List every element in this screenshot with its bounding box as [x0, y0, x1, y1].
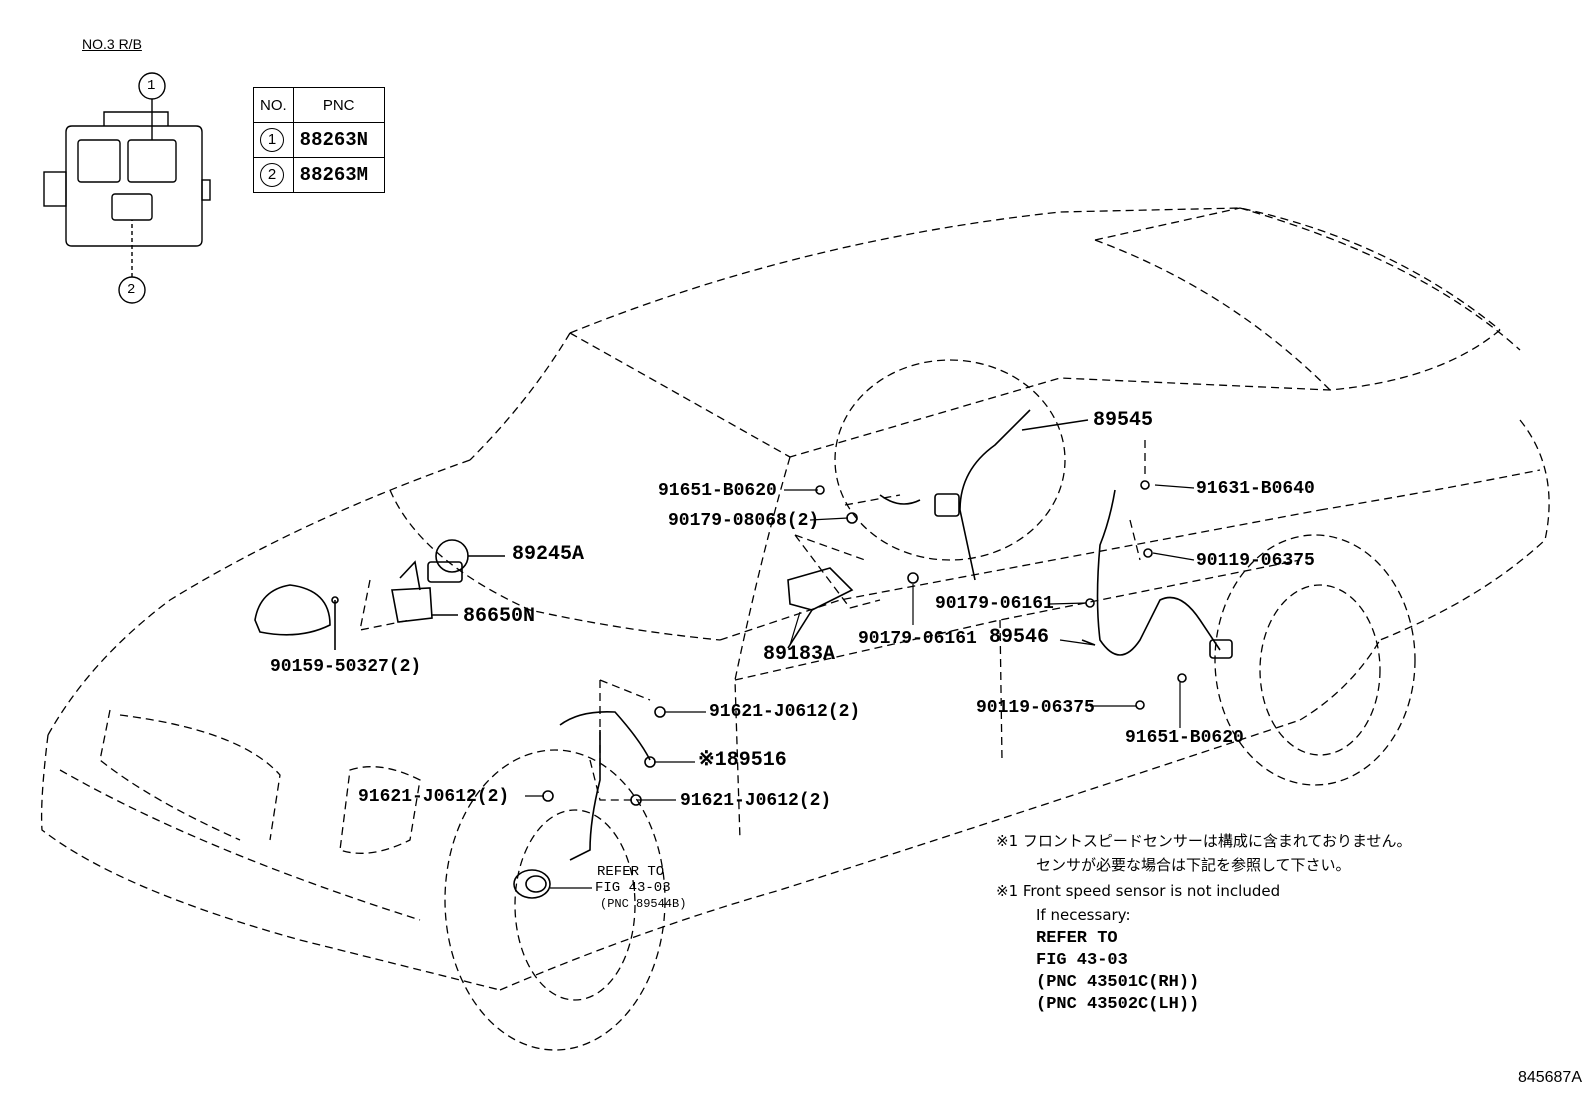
headlight: [339, 766, 421, 854]
row-number: 2: [260, 163, 284, 187]
refer-to-line-3: (PNC 89544B): [600, 897, 687, 911]
relay-block-drawing: [43, 72, 211, 304]
note-refer-4: (PNC 43502C(LH)): [1036, 995, 1200, 1014]
part-86650N: 86650N: [463, 605, 536, 628]
relay-block-title: NO.3 R/B: [82, 36, 142, 52]
harness-89545: [959, 409, 1031, 581]
row-pnc: 88263N: [292, 122, 385, 158]
ecu-89183A: [787, 567, 854, 611]
rear-right-wheel: [1214, 534, 1416, 786]
roof-line: [569, 207, 1501, 334]
part-89516: ※189516: [698, 749, 787, 772]
table-row: 1 88263N: [253, 122, 385, 158]
harness-89516: [559, 710, 651, 861]
horn-86650N: [391, 587, 433, 623]
table-row: 2 88263M: [253, 157, 385, 193]
refer-to-line-1: REFER TO: [597, 864, 665, 880]
row-pnc: 88263M: [292, 157, 385, 193]
part-90119-06375-top: 90119-06375: [1196, 551, 1315, 571]
part-89546: 89546: [989, 626, 1050, 649]
part-89545: 89545: [1093, 409, 1154, 432]
part-90159-50327: 90159-50327(2): [270, 657, 422, 677]
hood-line: [47, 459, 471, 736]
part-91621-J0612-right: 91621-J0612(2): [680, 791, 832, 811]
part-91631-B0640: 91631-B0640: [1196, 479, 1315, 499]
note-refer-2: FIG 43-03: [1036, 951, 1128, 970]
rear-left-wheel: [834, 359, 1066, 561]
part-90179-08068: 90179-08068(2): [668, 511, 820, 531]
pnc-table-header-pnc: PNC: [292, 87, 385, 123]
note-refer-1: REFER TO: [1036, 929, 1118, 948]
harness-89546: [1096, 489, 1221, 656]
part-89245A: 89245A: [512, 543, 585, 566]
speed-sensor-ring: [513, 869, 551, 899]
part-90179-06161-right: 90179-06161: [935, 594, 1054, 614]
callout-2: 2: [127, 282, 136, 298]
front-wheel: [444, 749, 666, 1051]
horn-assembly: [254, 584, 331, 636]
note-refer-3: (PNC 43501C(RH)): [1036, 973, 1200, 992]
part-91621-J0612-top: 91621-J0612(2): [709, 702, 861, 722]
part-89183A: 89183A: [763, 643, 836, 666]
note-jp-line-2: センサが必要な場合は下記を参照して下さい。: [1036, 856, 1351, 874]
note-jp-line-1: ※1 フロントスピードセンサーは構成に含まれておりません。: [996, 832, 1412, 850]
callout-1: 1: [147, 78, 156, 94]
refer-to-line-2: FIG 43-03: [595, 880, 671, 896]
part-90179-06161-left: 90179-06161: [858, 629, 977, 649]
row-number: 1: [260, 128, 284, 152]
part-91621-J0612-left: 91621-J0612(2): [358, 787, 510, 807]
part-91651-B0620-bottom: 91651-B0620: [1125, 728, 1244, 748]
pnc-table: NO. PNC 1 88263N 2 88263M: [253, 87, 385, 193]
part-91651-B0620-top: 91651-B0620: [658, 481, 777, 501]
figure-id: 845687A: [1517, 1069, 1582, 1086]
note-en-line-2: If necessary:: [1036, 906, 1131, 924]
note-en-line-1: ※1 Front speed sensor is not included: [996, 882, 1281, 900]
pnc-table-header-no: NO.: [253, 87, 294, 123]
part-90119-06375-bottom: 90119-06375: [976, 698, 1095, 718]
